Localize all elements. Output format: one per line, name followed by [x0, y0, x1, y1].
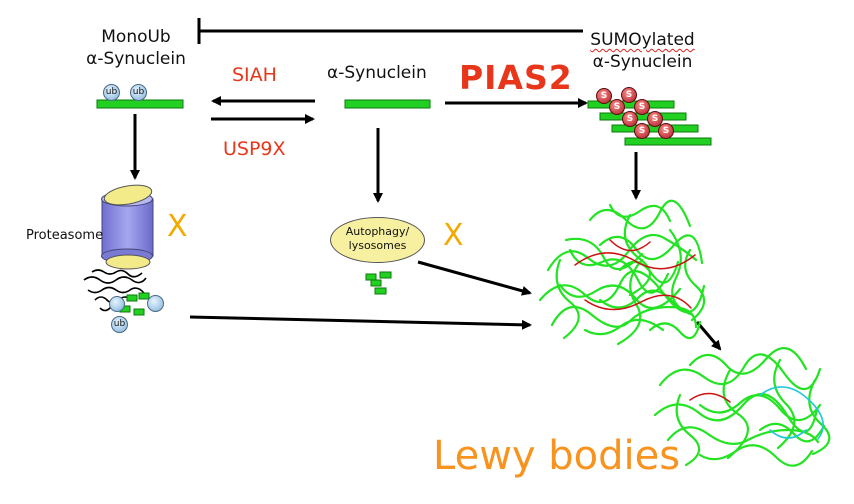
proteasome-to-aggregate-arrow [189, 315, 532, 330]
asyn-label: α-Synuclein [327, 63, 427, 83]
ubiquitin-bead: ub [130, 84, 147, 101]
ubiquitin-label: ub [113, 319, 126, 329]
lewy-bodies-label: Lewy bodies [433, 433, 681, 479]
inhibition-arrow [197, 18, 583, 44]
asyn-bar [344, 99, 431, 109]
proteasome-cylinder [101, 184, 154, 270]
monoub-synuclein-bar [96, 99, 184, 109]
siah-label: SIAH [232, 64, 277, 86]
lewy-aggregate-second [653, 347, 831, 467]
sumo-bead: S [647, 111, 663, 127]
proteasome-label: Proteasome [26, 228, 104, 243]
sumo-bead: S [609, 99, 625, 115]
autophagosome-ellipse [330, 217, 425, 263]
usp9x-label: USP9X [223, 138, 286, 160]
ubiquitin-bead: ub [111, 316, 128, 333]
ubiquitin-label: ub [132, 87, 145, 97]
aggregate-growth-arrow [695, 321, 722, 351]
ubiquitin-bead [109, 296, 125, 312]
autophagy-block-x: X [443, 218, 464, 253]
autophagy-fragments [365, 271, 392, 295]
sumo-bead: S [634, 123, 650, 139]
sumo-bead: S [622, 111, 638, 127]
sumo-bead: S [634, 99, 650, 115]
sumo-bead: S [658, 123, 674, 139]
pias2-label: PIAS2 [459, 58, 573, 97]
lewy-aggregate-large [538, 199, 706, 346]
ubiquitin-bead: ub [103, 84, 120, 101]
sumo-bead: S [596, 88, 612, 104]
sumoylated-synuclein-label: SUMOylated α-Synuclein [590, 30, 695, 72]
ubiquitin-bead [147, 295, 164, 312]
sumo-bead: S [621, 87, 637, 103]
proteasome-block-x: X [167, 209, 188, 244]
autophagy-to-aggregate-arrow [417, 260, 532, 296]
monoub-synuclein-label: MonoUb α-Synuclein [86, 27, 186, 69]
ubiquitin-label: ub [105, 87, 118, 97]
autophagy-label: Autophagy/ lysosomes [345, 225, 410, 252]
